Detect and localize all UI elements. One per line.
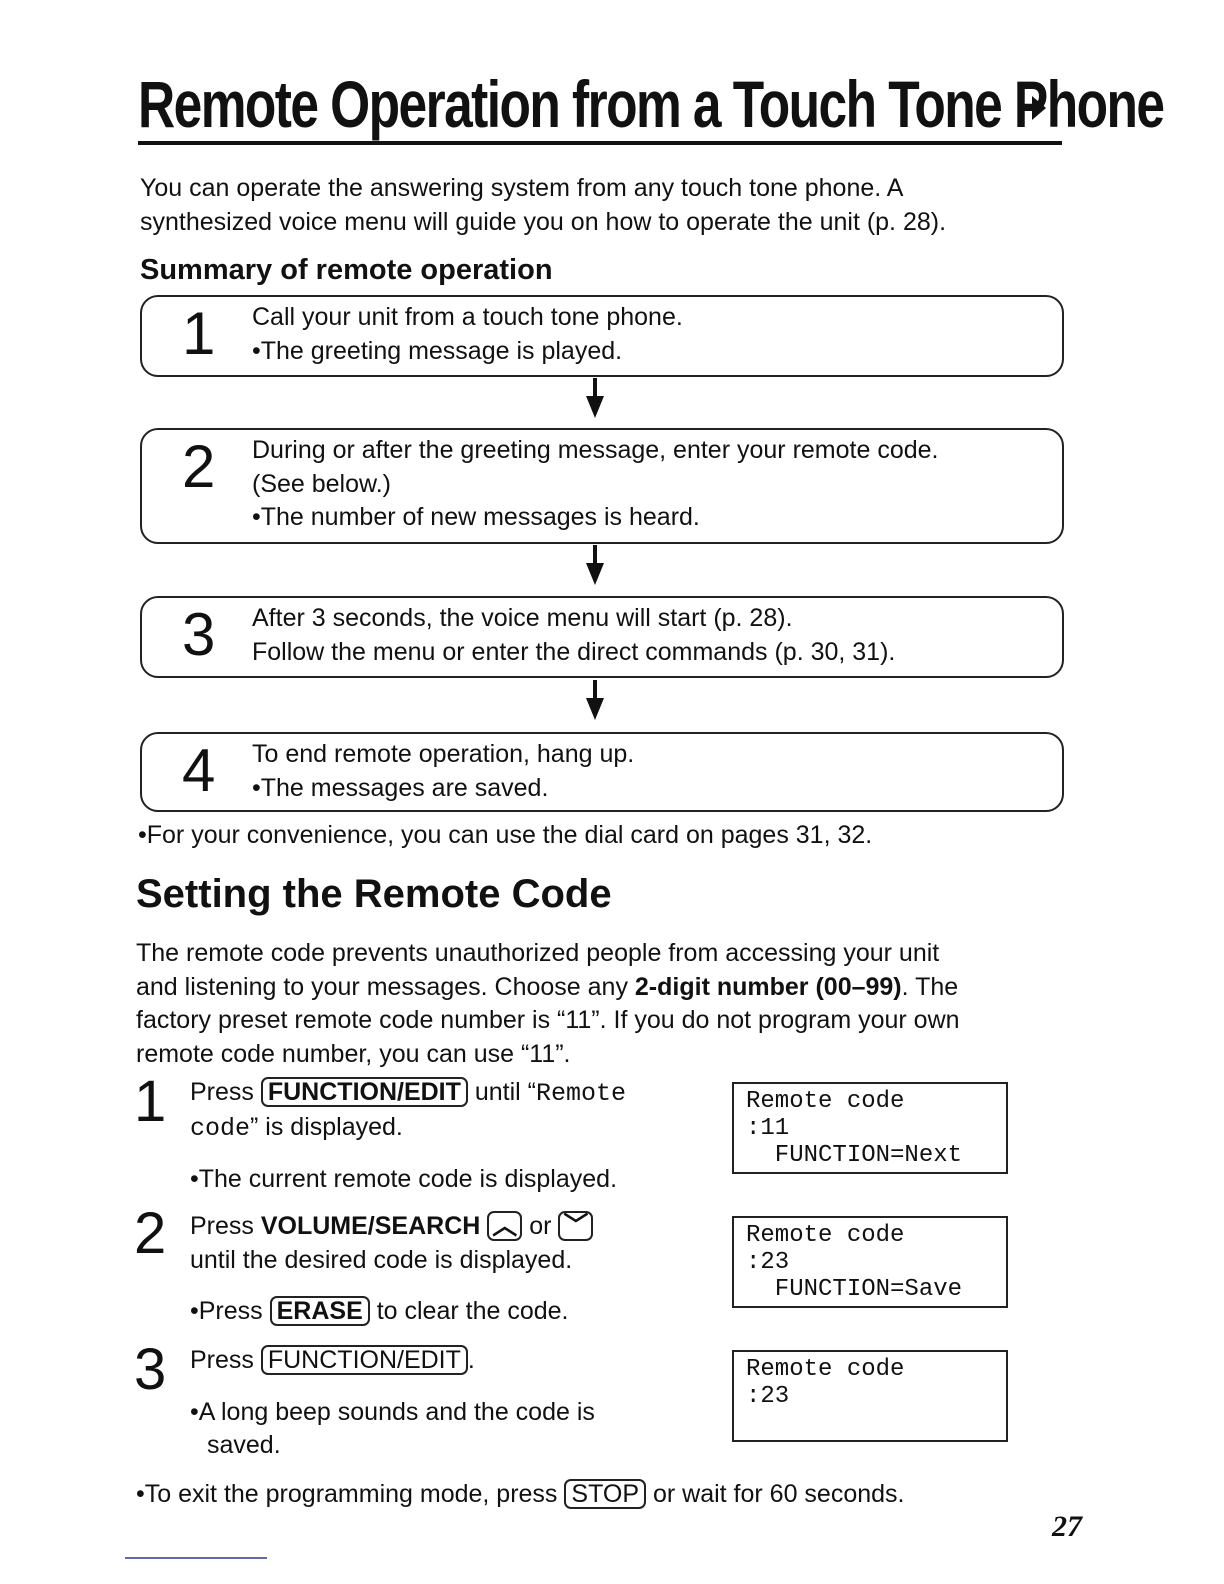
summary-step-1: 1 Call your unit from a touch tone phone… [140, 295, 1064, 377]
title-rule [138, 141, 1062, 145]
text: Press [190, 1212, 261, 1240]
line: Press FUNCTION/EDIT. [190, 1344, 595, 1378]
line: factory preset remote code number is “11… [136, 1006, 960, 1034]
step-number: 3 [182, 601, 216, 668]
up-key-icon: ︿ [487, 1211, 523, 1241]
page-title: Remote Operation from a Touch Tone Phone [138, 67, 1165, 141]
step-2: Press VOLUME/SEARCH ︿ or ﹀ until the des… [190, 1210, 594, 1329]
line: Follow the menu or enter the direct comm… [252, 637, 896, 666]
line: The remote code prevents unauthorized pe… [136, 939, 940, 967]
bullet: •The current remote code is displayed. [190, 1165, 618, 1193]
text: •To exit the programming mode, press [136, 1480, 565, 1508]
step-text: After 3 seconds, the voice menu will sta… [252, 602, 895, 669]
line: •The messages are saved. [252, 773, 549, 802]
step-number: 3 [134, 1337, 167, 1402]
bullet: •A long beep sounds and the code is [190, 1397, 595, 1426]
step-number: 4 [182, 737, 216, 804]
text: until “ [467, 1078, 536, 1106]
bullet: •Press ERASE to clear the code. [190, 1295, 593, 1329]
function-edit-key: FUNCTION/EDIT [260, 1077, 468, 1107]
text: Press [190, 1078, 261, 1106]
text: . The [901, 972, 959, 1001]
lcd-display-2: Remote code :23 FUNCTION=Save [732, 1216, 1008, 1308]
step-3: Press FUNCTION/EDIT. •A long beep sounds… [190, 1344, 595, 1463]
text: to clear the code. [369, 1297, 569, 1325]
step-text: To end remote operation, hang up. •The me… [252, 738, 634, 805]
bold-text: VOLUME/SEARCH [260, 1212, 481, 1240]
line: Press VOLUME/SEARCH ︿ or ﹀ [190, 1210, 594, 1244]
display-text: Remote [536, 1079, 627, 1108]
line: To end remote operation, hang up. [252, 740, 635, 768]
intro-line: synthesized voice menu will guide you on… [140, 207, 947, 236]
intro-line: You can operate the answering system fro… [140, 174, 904, 202]
line: and listening to your messages. Choose a… [136, 971, 960, 1005]
bullet-cont: saved. [207, 1431, 281, 1459]
step-1: Press FUNCTION/EDIT until “Remote code” … [190, 1076, 626, 1197]
lcd-display-1: Remote code :11 FUNCTION=Next [732, 1082, 1008, 1174]
step-number: 1 [134, 1069, 167, 1134]
exit-note: •To exit the programming mode, press STO… [136, 1478, 904, 1512]
text: and listening to your messages. Choose a… [136, 972, 635, 1001]
text: or wait for 60 seconds. [646, 1480, 905, 1508]
line: During or after the greeting message, en… [252, 436, 939, 464]
line: until the desired code is displayed. [190, 1245, 573, 1274]
line: After 3 seconds, the voice menu will sta… [252, 604, 793, 632]
convenience-note: •For your convenience, you can use the d… [138, 821, 873, 849]
footer-line [125, 1557, 267, 1559]
continue-arrow-icon [1032, 96, 1046, 120]
text: Press [190, 1346, 261, 1374]
text: ” is displayed. [250, 1112, 403, 1141]
line: Call your unit from a touch tone phone. [252, 303, 683, 331]
summary-step-2: 2 During or after the greeting message, … [140, 428, 1064, 544]
step-text: Call your unit from a touch tone phone. •… [252, 301, 683, 368]
summary-step-3: 3 After 3 seconds, the voice menu will s… [140, 596, 1064, 678]
step-text: During or after the greeting message, en… [252, 434, 938, 535]
line: Press FUNCTION/EDIT until “Remote [190, 1076, 626, 1111]
text: or [522, 1212, 559, 1240]
step-number: 2 [134, 1201, 167, 1266]
step-number: 1 [182, 300, 216, 367]
summary-heading: Summary of remote operation [140, 254, 553, 286]
step-number: 2 [182, 433, 216, 500]
line: remote code number, you can use “11”. [136, 1039, 571, 1068]
bold-range: 2-digit number (00–99) [634, 972, 902, 1001]
section-paragraph: The remote code prevents unauthorized pe… [136, 937, 960, 1071]
summary-step-4: 4 To end remote operation, hang up. •The … [140, 732, 1064, 812]
line: (See below.) [252, 469, 391, 498]
erase-key: ERASE [269, 1296, 370, 1326]
display-text: code [190, 1113, 251, 1143]
lcd-display-3: Remote code :23 [732, 1350, 1008, 1442]
function-edit-key: FUNCTION/EDIT [260, 1345, 468, 1375]
intro: You can operate the answering system fro… [140, 172, 946, 239]
down-key-icon: ﹀ [558, 1211, 594, 1241]
line: code” is displayed. [190, 1111, 626, 1146]
stop-key: STOP [564, 1479, 647, 1509]
section-heading: Setting the Remote Code [136, 872, 612, 916]
page-number: 27 [1052, 1510, 1082, 1543]
line: •The greeting message is played. [252, 336, 623, 365]
line: •The number of new messages is heard. [252, 503, 700, 531]
text: . [467, 1346, 475, 1374]
text: •Press [190, 1297, 270, 1325]
